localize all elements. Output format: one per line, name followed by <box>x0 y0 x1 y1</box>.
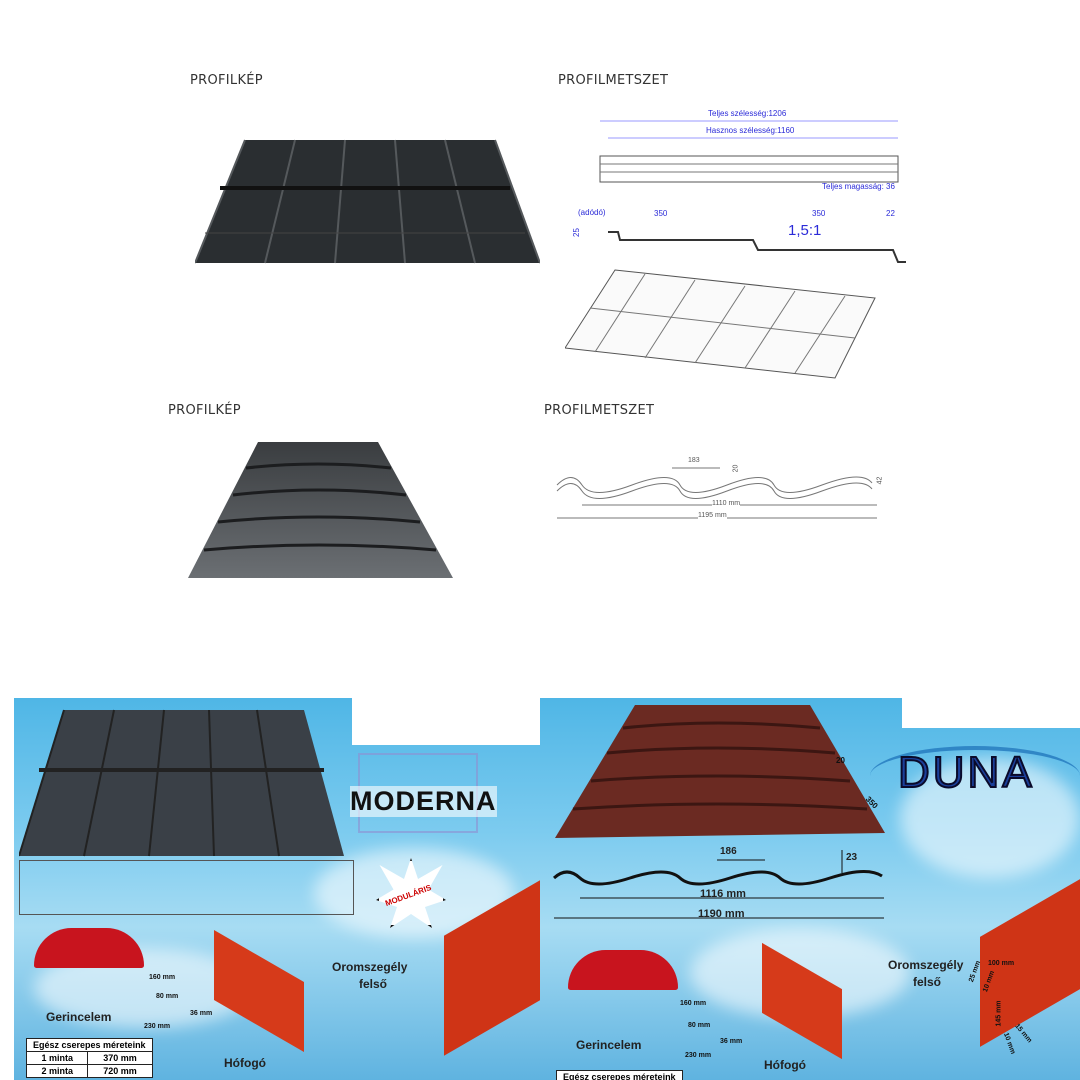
dim-183: 183 <box>688 457 700 464</box>
dim-22: 22 <box>886 209 895 218</box>
useful-width: 1110 mm <box>712 500 741 507</box>
gable-label-2: felső <box>359 977 388 991</box>
duna-logo: DUNA <box>897 747 1035 798</box>
ridge-dim: 160 mm <box>149 974 176 981</box>
modular-profile-drawing: Teljes szélesség:1206 Hasznos szélesség:… <box>572 98 910 268</box>
size-table-header: Egész cserepes méreteink <box>26 1038 153 1052</box>
size-cell: 370 mm <box>87 1051 153 1065</box>
modular-sheet-3d-drawing <box>565 269 876 379</box>
size-cell: 1 minta <box>25 1051 89 1065</box>
scale-ratio: 1,5:1 <box>788 222 822 239</box>
size-cell: 720 mm <box>87 1064 153 1078</box>
ridge-dim: 230 mm <box>685 1052 712 1059</box>
gable-dim: 100 mm <box>988 960 1015 967</box>
duna-product-panel: 20 350 DUNA 186 23 1116 mm 1190 mm 160 m… <box>540 698 1080 1080</box>
dim-42: 42 <box>876 476 884 485</box>
size-table: Egész cserepes méreteink <box>556 1070 683 1080</box>
profile-section-heading: PROFILMETSZET <box>558 73 669 88</box>
total-height-label: Teljes magasság: 36 <box>822 182 895 191</box>
dim-350-a: 350 <box>654 209 668 218</box>
adodo-label: (adódó) <box>578 208 606 217</box>
snow-guard-label: Hófogó <box>224 1056 266 1070</box>
total-width: 1195 mm <box>698 512 727 519</box>
ridge-cap-image <box>34 928 144 968</box>
gable-dim: 10 mm <box>1002 1031 1017 1056</box>
gable-dim: 15 mm <box>1013 1022 1033 1045</box>
moderna-logo: MODERNA <box>348 748 538 838</box>
dim-186: 186 <box>720 846 737 857</box>
ridge-label: Gerincelem <box>46 1010 112 1024</box>
ridge-cap-image <box>568 950 678 990</box>
useful-width: 1116 mm <box>700 888 746 900</box>
gable-label: Oromszegély <box>332 960 408 974</box>
duna-sheet-image <box>555 705 885 838</box>
size-cell: 2 minta <box>25 1064 89 1078</box>
ridge-dim: 160 mm <box>680 1000 707 1007</box>
ridge-dim: 80 mm <box>156 993 179 1000</box>
profile-image-heading-2: PROFILKÉP <box>168 403 241 418</box>
tile-roof-sheet-image <box>188 442 453 578</box>
moderna-sheet-image <box>19 709 344 857</box>
gable-dim: 145 mm <box>995 1000 1003 1027</box>
duna-profile-drawing <box>552 850 884 919</box>
gable-label: Oromszegély <box>888 958 964 972</box>
size-table-header: Egész cserepes méreteink <box>556 1070 683 1080</box>
ridge-dim: 36 mm <box>190 1010 213 1017</box>
snow-guard-image <box>214 930 304 1052</box>
ridge-dim: 230 mm <box>144 1023 171 1030</box>
moderna-profile-drawing <box>19 860 354 915</box>
snow-guard-label: Hófogó <box>764 1058 806 1072</box>
dim-20: 20 <box>732 464 740 473</box>
dim-25: 25 <box>571 228 581 237</box>
useful-width-label: Hasznos szélesség:1160 <box>706 126 795 135</box>
dim-23: 23 <box>846 852 858 863</box>
duna-logo-swoosh <box>870 746 1080 806</box>
profile-image-heading: PROFILKÉP <box>190 73 263 88</box>
dim-20: 20 <box>836 756 845 765</box>
profile-section-heading-2: PROFILMETSZET <box>544 403 655 418</box>
total-width-label: Teljes szélesség:1206 <box>708 109 787 118</box>
total-width: 1190 mm <box>698 908 745 920</box>
ridge-dim: 80 mm <box>688 1022 711 1029</box>
modular-roof-sheet-image <box>195 139 540 264</box>
gable-label-2: felső <box>913 975 942 989</box>
dim-350-b: 350 <box>812 209 826 218</box>
tile-profile-drawing: 183 20 42 1110 mm 1195 mm <box>552 455 892 520</box>
ridge-label: Gerincelem <box>576 1038 642 1052</box>
moderna-product-panel: MODERNA MODULÁRIS 160 mm 80 mm 36 mm 230… <box>14 698 540 1080</box>
ridge-dim: 36 mm <box>720 1038 743 1045</box>
